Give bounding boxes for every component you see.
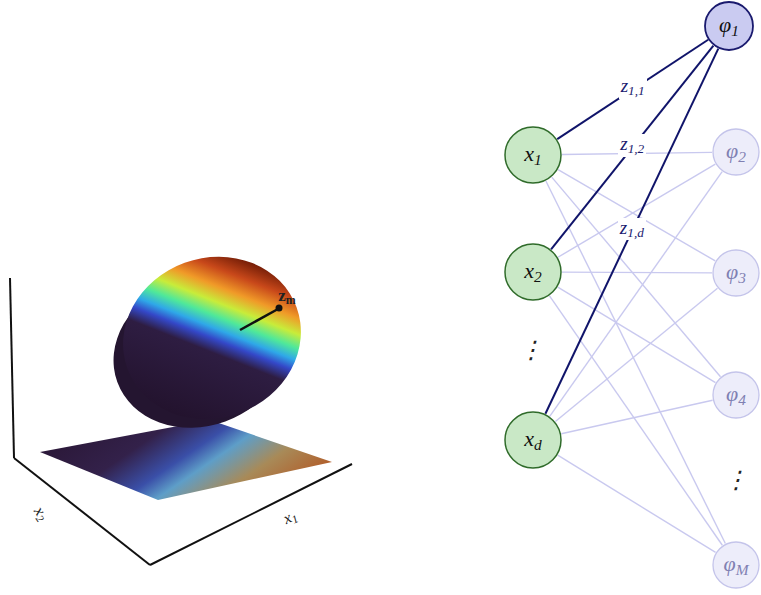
network-edge bbox=[550, 296, 723, 545]
axis-label: x1 bbox=[280, 507, 299, 529]
network-edge bbox=[555, 288, 717, 421]
input-node: xd bbox=[504, 411, 562, 469]
weight-label: z1,2 bbox=[618, 134, 646, 156]
feature-node: φ2 bbox=[712, 128, 760, 176]
weight-edge bbox=[551, 46, 713, 250]
feature-node: φM bbox=[712, 541, 760, 589]
feature-node: φ4 bbox=[712, 371, 760, 419]
axis-label: x2 bbox=[29, 504, 51, 525]
node-label: φ3 bbox=[726, 261, 746, 285]
ellipsis: ⋮ bbox=[519, 338, 543, 362]
feature-node: φ3 bbox=[712, 249, 760, 297]
network-edge bbox=[562, 271, 712, 273]
node-label: φ2 bbox=[726, 140, 746, 164]
node-label: φM bbox=[724, 553, 749, 577]
node-label: xd bbox=[524, 428, 541, 452]
input-node: x2 bbox=[504, 243, 562, 301]
node-label: x1 bbox=[524, 143, 541, 167]
feature-node: φ1 bbox=[704, 1, 754, 51]
input-node: x1 bbox=[504, 126, 562, 184]
network-edge bbox=[558, 455, 716, 552]
surface-disc bbox=[100, 232, 324, 444]
surface-plane bbox=[40, 420, 332, 500]
ellipsis: ⋮ bbox=[724, 468, 748, 492]
network-edge bbox=[561, 400, 712, 434]
weight-label: z1,d bbox=[618, 218, 646, 240]
node-label: φ4 bbox=[726, 383, 746, 407]
vector-label: zm bbox=[278, 287, 295, 307]
network-edge bbox=[546, 181, 725, 544]
node-label: x2 bbox=[524, 260, 541, 284]
network-edge bbox=[558, 287, 716, 383]
normal-dot bbox=[276, 305, 283, 312]
weight-label: z1,1 bbox=[619, 76, 647, 98]
weight-edge bbox=[545, 49, 718, 414]
normal-stick bbox=[240, 309, 278, 330]
node-label: φ1 bbox=[719, 14, 739, 38]
weight-edge bbox=[557, 40, 708, 139]
network-edge bbox=[550, 172, 722, 417]
